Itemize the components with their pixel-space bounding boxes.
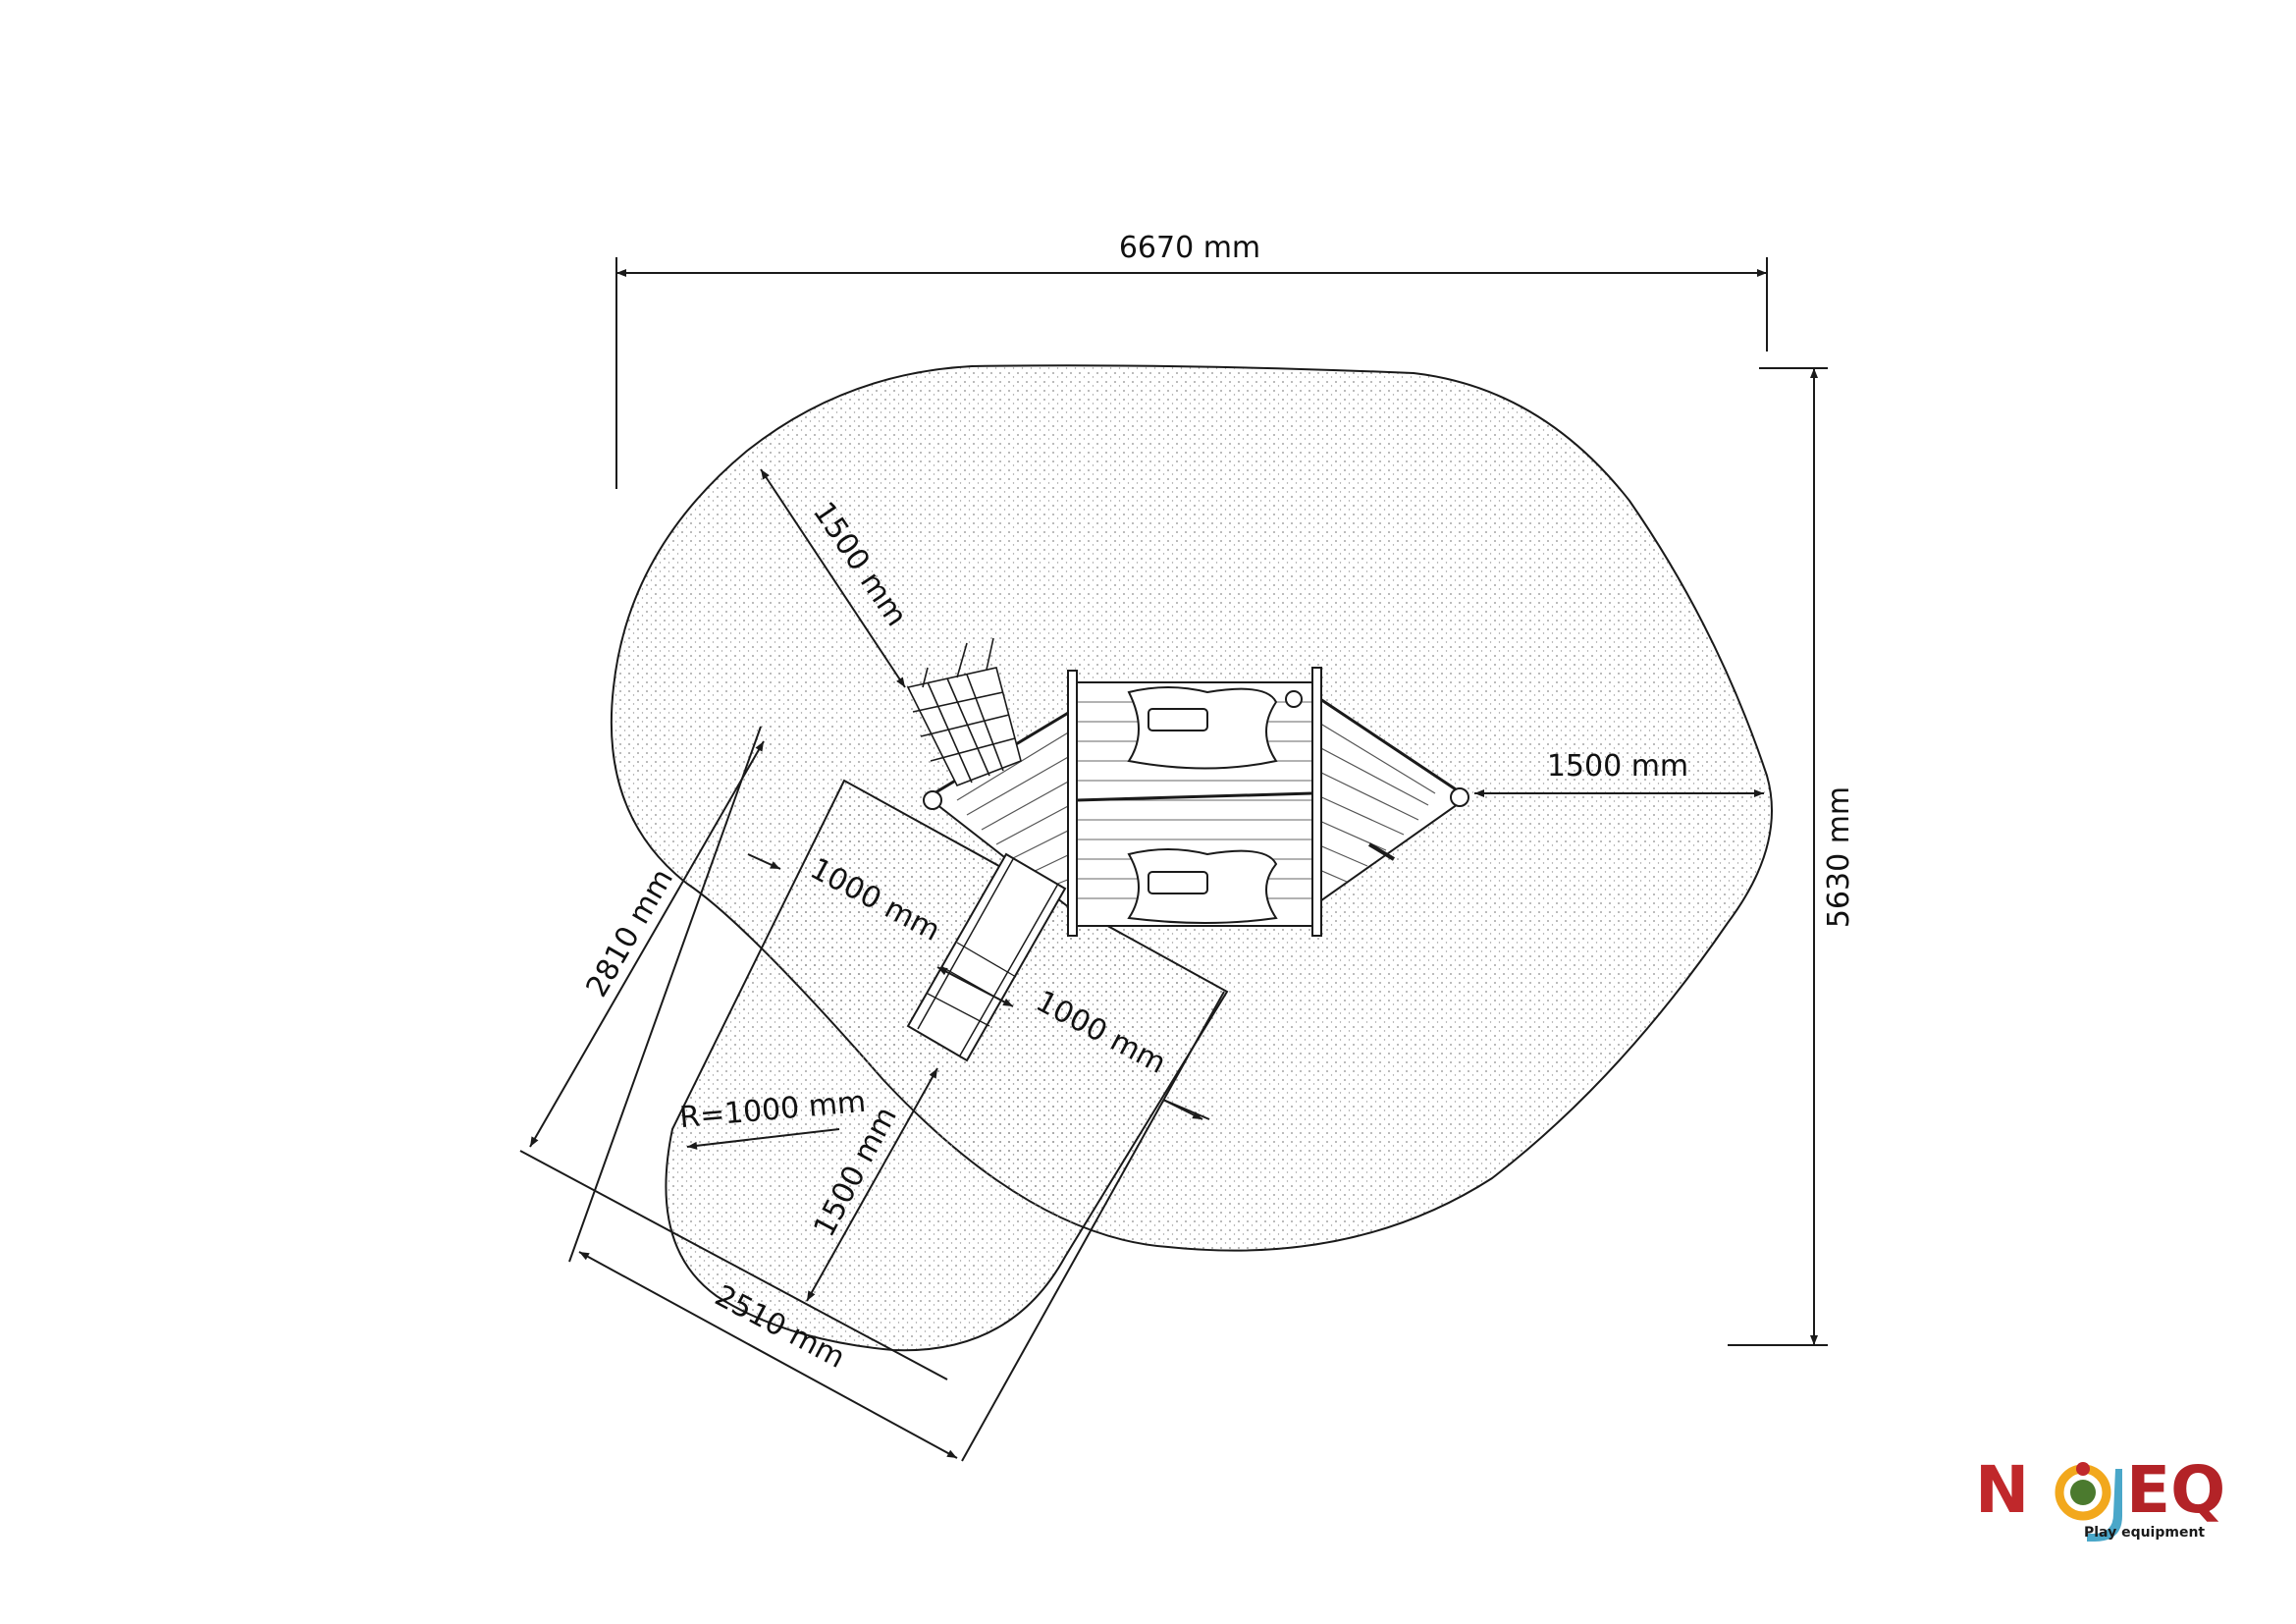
dimension-lines [519,257,1828,1462]
brand-logo: N EQ Play equipment [1973,1451,2238,1559]
dim-line-slide-side-left [747,853,781,870]
logo-letter-n: N [1975,1452,2029,1528]
label-total-depth: 5630 mm [1822,786,1856,928]
logo-letters-eq: EQ [2126,1452,2225,1528]
dim-line-slide-width [578,1251,958,1459]
dim-line-slide-exit [806,1067,938,1302]
label-slide-length: 2810 mm [580,863,680,1003]
dim-line-slide-side-right [1162,1099,1203,1120]
label-right-clearance: 1500 mm [1547,749,1688,784]
dim-line-radius [686,1128,840,1150]
dim-line-top-left-clearance [760,468,906,688]
logo-figure-head [2076,1462,2090,1476]
logo-mark: N EQ [1975,1452,2225,1542]
play-structure [906,637,1469,1062]
logo-letter-j [2087,1469,2122,1542]
dim-line-slide-length [529,740,765,1148]
label-total-width: 6670 mm [1119,231,1260,265]
logo-figure [2070,1480,2096,1505]
climbing-net [906,637,1022,787]
logo-tagline: Play equipment [2084,1525,2206,1541]
